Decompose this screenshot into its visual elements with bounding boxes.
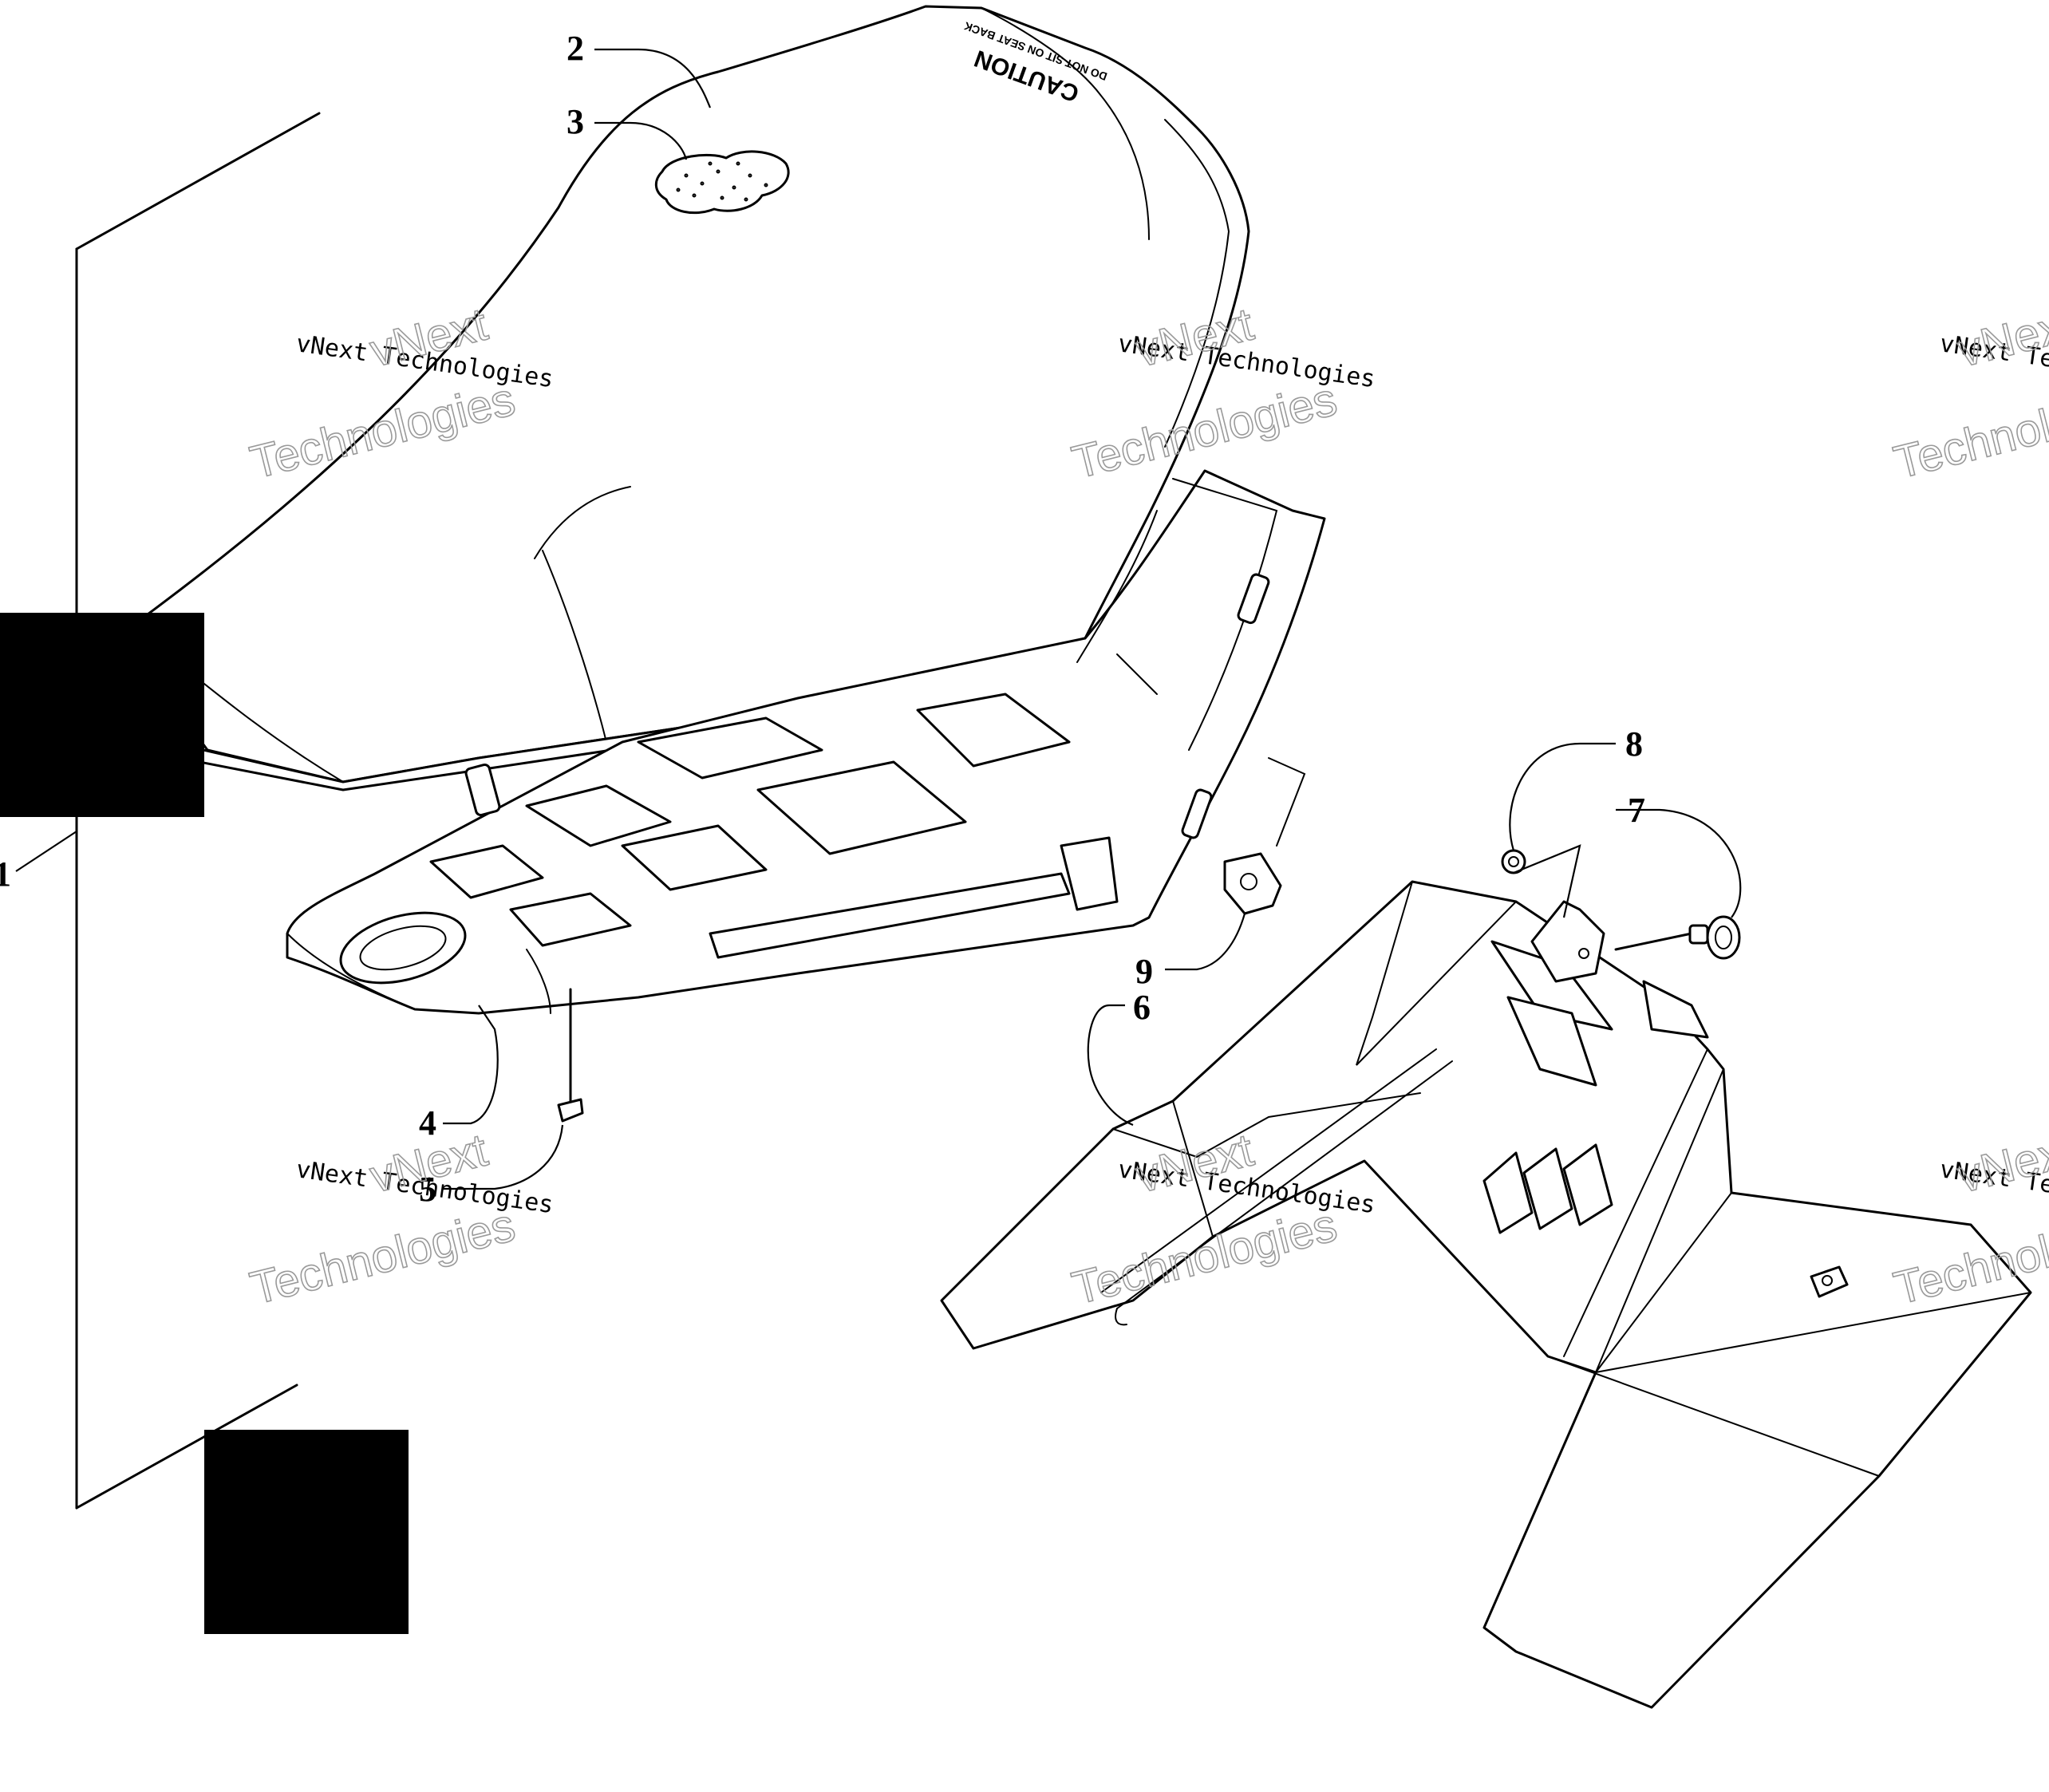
watermark-outline-bottom: Technologies bbox=[1889, 373, 2049, 489]
callout-5: 5 bbox=[419, 1170, 436, 1209]
redaction-block-top bbox=[0, 613, 204, 817]
callout-3: 3 bbox=[567, 102, 584, 141]
seat-base bbox=[286, 469, 1326, 1015]
watermark-top-right: vNext Technologies vNext Technologies bbox=[1889, 298, 2049, 490]
callout-8: 8 bbox=[1625, 724, 1643, 764]
pin-part bbox=[1614, 915, 1741, 960]
callout-7: 7 bbox=[1628, 791, 1645, 830]
callout-6: 6 bbox=[1133, 988, 1151, 1027]
callout-9: 9 bbox=[1135, 952, 1153, 991]
callout-1: 1 bbox=[0, 855, 11, 894]
redaction-block-bottom bbox=[204, 1430, 409, 1634]
clip-part bbox=[557, 988, 584, 1123]
kit-outline-bracket bbox=[75, 112, 321, 1510]
foam-patch bbox=[654, 150, 790, 215]
leader-lines bbox=[15, 48, 1742, 1190]
storage-tray bbox=[940, 880, 2032, 1709]
callout-labels: 1 2 3 4 5 6 7 8 9 bbox=[0, 29, 1645, 1209]
callout-2: 2 bbox=[567, 29, 584, 68]
watermark-bottom-left: vNext Technologies vNext Technologies bbox=[245, 1123, 555, 1316]
watermark-outline-bottom: Technologies bbox=[245, 1199, 519, 1315]
latch-part bbox=[1223, 757, 1306, 915]
callout-4: 4 bbox=[419, 1103, 436, 1143]
